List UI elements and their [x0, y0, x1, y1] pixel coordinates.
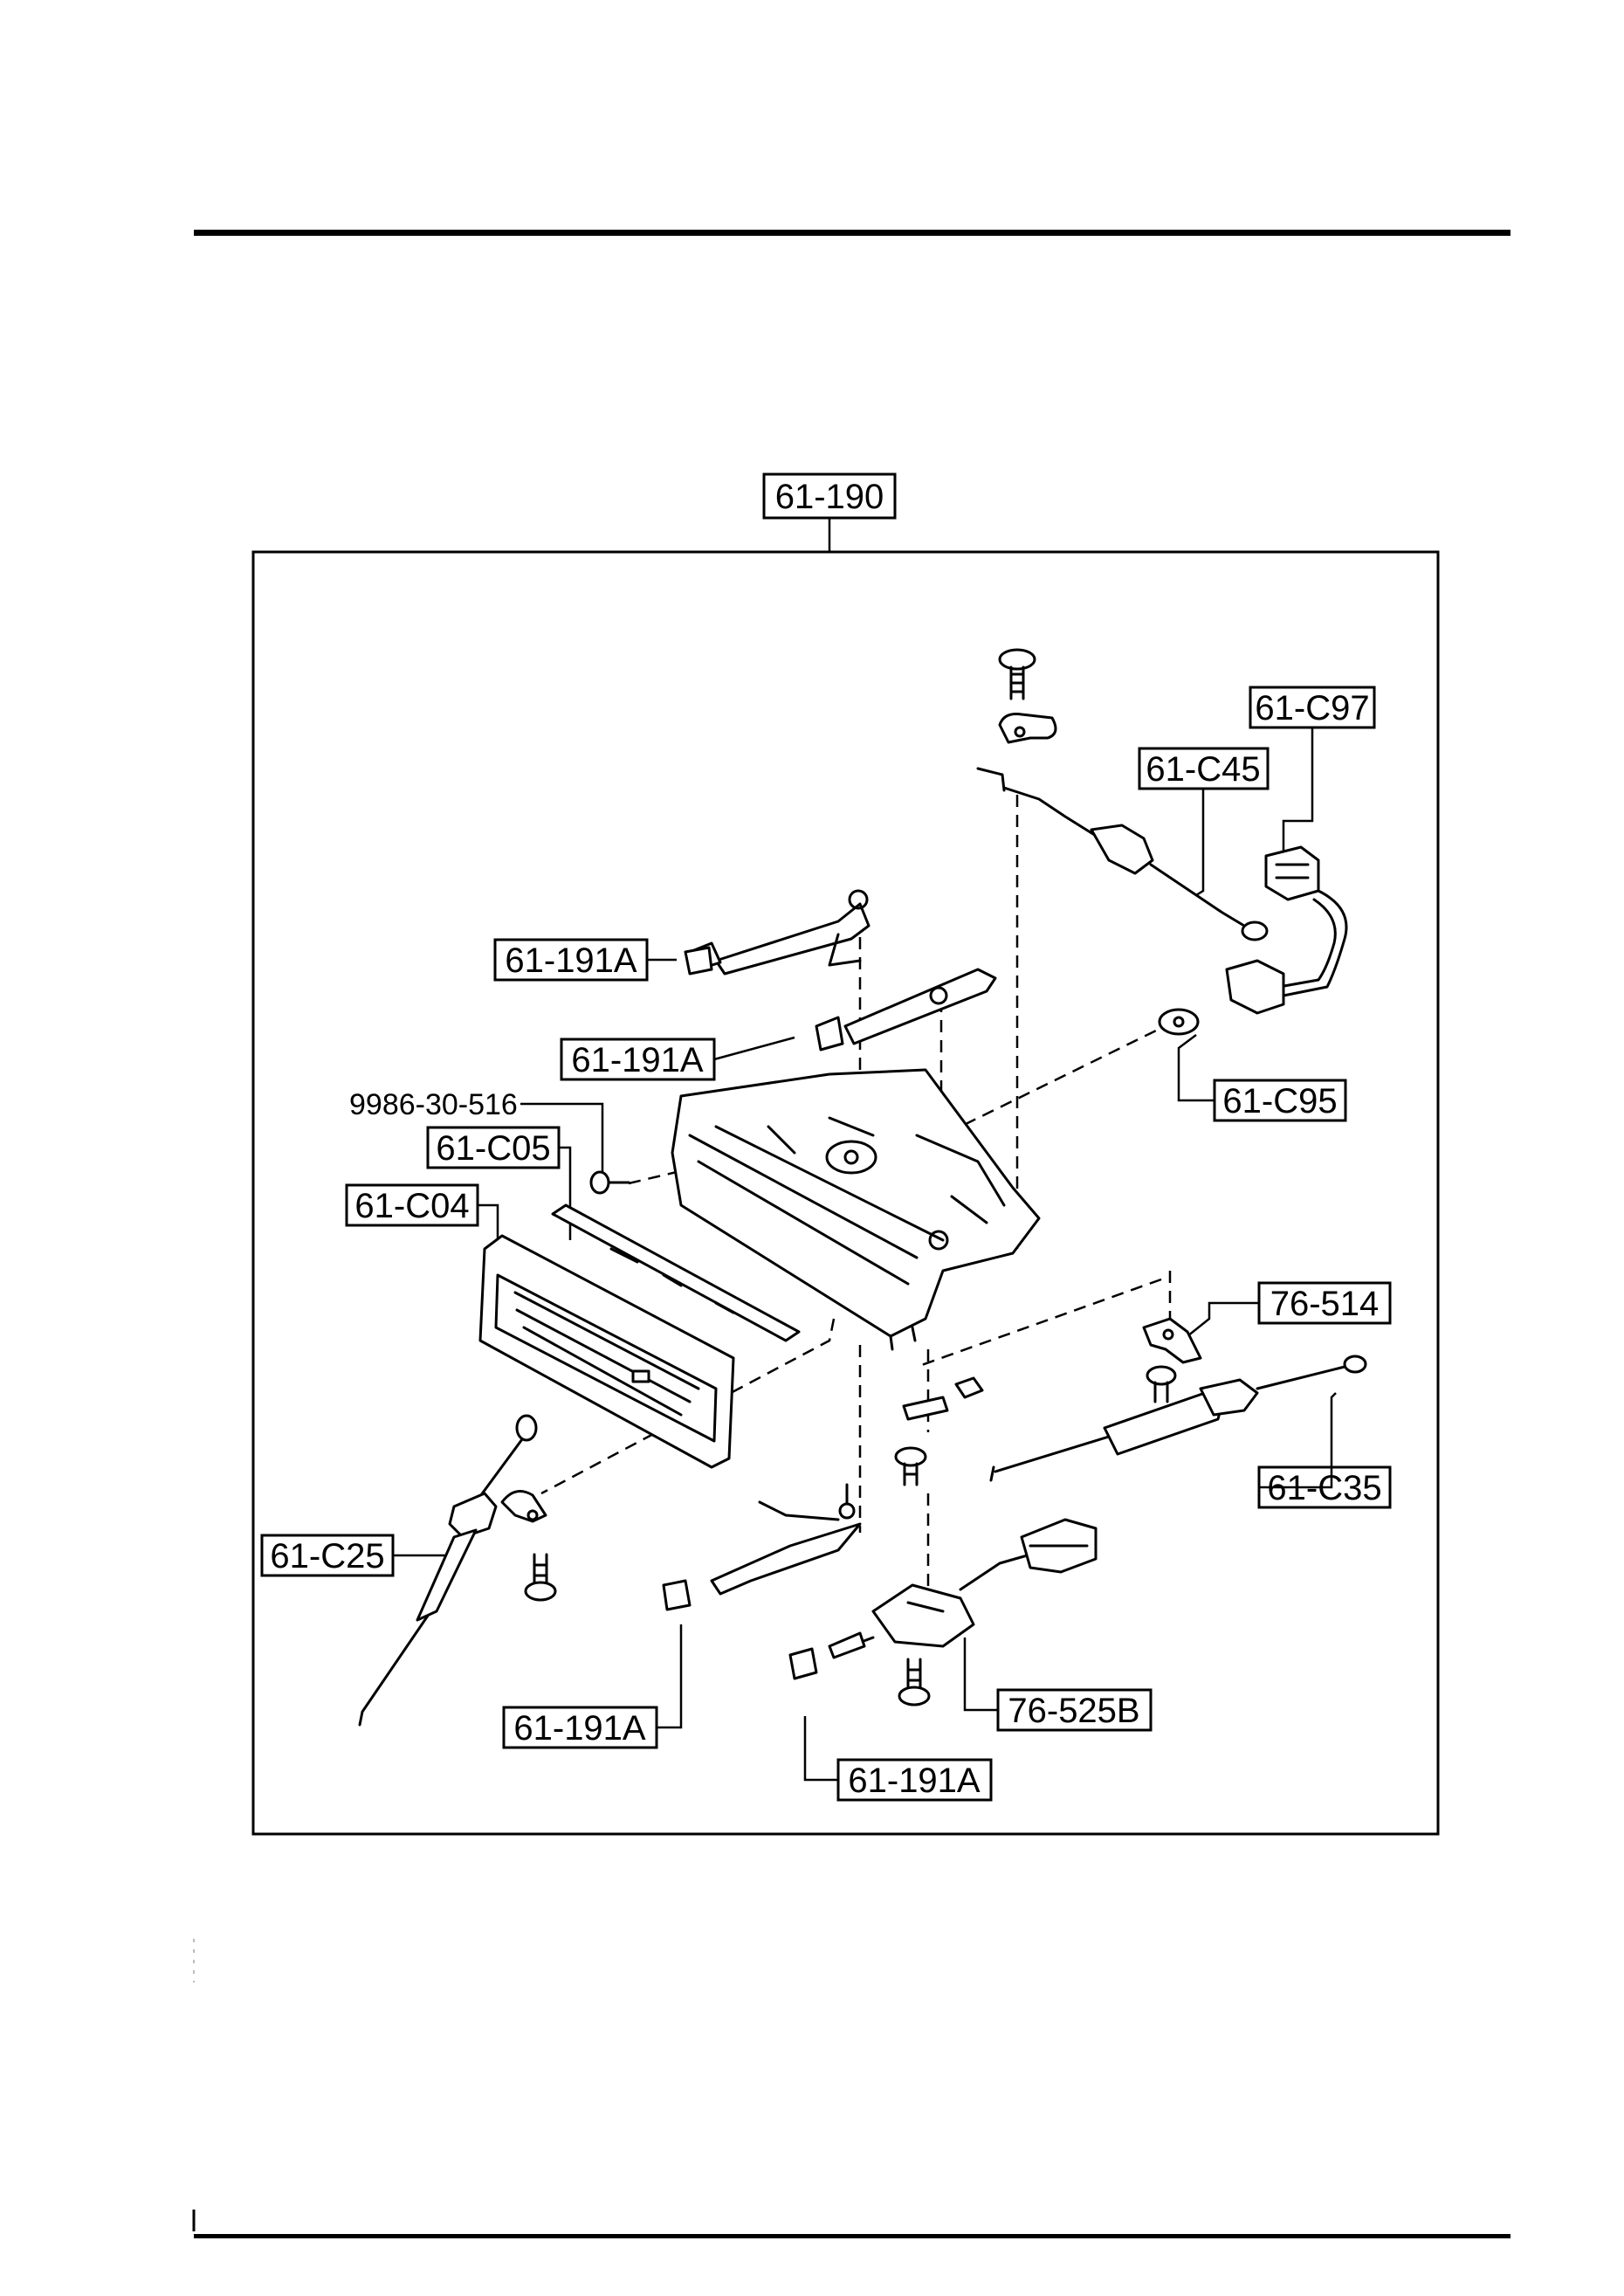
top-screw-icon: [998, 648, 1036, 700]
screw-9986-30-516-icon: [589, 1170, 630, 1195]
svg-text:76-514: 76-514: [1270, 1285, 1380, 1323]
svg-text:76-525B: 76-525B: [1008, 1692, 1139, 1730]
svg-text:61-191A: 61-191A: [571, 1041, 704, 1079]
control-frame-icon: [671, 1068, 1041, 1351]
top-clip-icon: [998, 713, 1057, 744]
knob-61-191a-third-icon: [662, 1579, 692, 1611]
lever-second-icon: [843, 968, 997, 1045]
svg-text:61-C05: 61-C05: [436, 1129, 550, 1168]
cable-61-c45-icon: [976, 767, 1269, 941]
label-61-191a-fourth: 61-191A: [836, 1758, 993, 1802]
bottom-rule: [194, 2234, 1510, 2238]
label-61-c05: 61-C05: [426, 1126, 561, 1169]
svg-text:61-C04: 61-C04: [354, 1187, 469, 1225]
top-rule: [194, 230, 1510, 236]
svg-text:61-190: 61-190: [775, 478, 884, 516]
svg-text:61-C95: 61-C95: [1222, 1082, 1337, 1120]
knob-61-191a-fourth-icon: [788, 1647, 818, 1680]
label-76-525b: 76-525B: [996, 1688, 1153, 1732]
cable-clip-icon: [500, 1490, 547, 1523]
svg-text:61-C45: 61-C45: [1146, 750, 1260, 789]
label-61-c97: 61-C97: [1249, 686, 1376, 729]
knob-61-191a-upper-icon: [684, 946, 713, 976]
svg-text:61-C25: 61-C25: [270, 1537, 384, 1575]
cable-61-c35-icon: [989, 1355, 1367, 1482]
svg-text:61-191A: 61-191A: [505, 941, 637, 980]
svg-text:61-191A: 61-191A: [848, 1762, 981, 1800]
lower-screw-icon: [524, 1553, 557, 1602]
grommet-61-c95-icon: [1158, 1008, 1200, 1036]
svg-text:61-191A: 61-191A: [513, 1709, 646, 1748]
bracket-center-icon: [902, 1396, 949, 1421]
label-76-514: 76-514: [1257, 1281, 1392, 1325]
switch-76-525b-icon: [828, 1518, 1098, 1659]
cable-61-c25-icon: [358, 1414, 538, 1727]
assembly-frame: [251, 550, 1440, 1836]
lever-upper-icon: [688, 889, 870, 976]
label-61-c95: 61-C95: [1213, 1079, 1347, 1122]
label-61-191a-second: 61-191A: [560, 1038, 716, 1081]
center-screw-icon: [894, 1446, 927, 1486]
label-61-c04: 61-C04: [345, 1183, 479, 1227]
knob-center-icon: [954, 1376, 984, 1399]
clip-76-514-icon: [1142, 1317, 1202, 1364]
knob-61-191a-second-icon: [815, 1016, 844, 1051]
label-61-c25: 61-C25: [260, 1534, 395, 1577]
lever-lower-icon: [710, 1483, 862, 1596]
label-61-190: 61-190: [762, 472, 897, 520]
label-9986-30-516: 9986-30-516: [349, 1088, 518, 1121]
bezel-61-c04-icon: [478, 1234, 735, 1469]
connector-61-c97-icon: [1225, 845, 1348, 1015]
plate-61-c05-icon: [551, 1203, 801, 1342]
svg-text:9986-30-516: 9986-30-516: [349, 1088, 518, 1121]
clip-screw-icon: [1146, 1365, 1177, 1403]
svg-text:61-C97: 61-C97: [1255, 689, 1369, 727]
label-61-191a-third: 61-191A: [502, 1706, 658, 1749]
switch-screw-icon: [898, 1658, 931, 1706]
label-61-c45: 61-C45: [1138, 747, 1270, 790]
label-61-191a-upper: 61-191A: [493, 938, 649, 982]
